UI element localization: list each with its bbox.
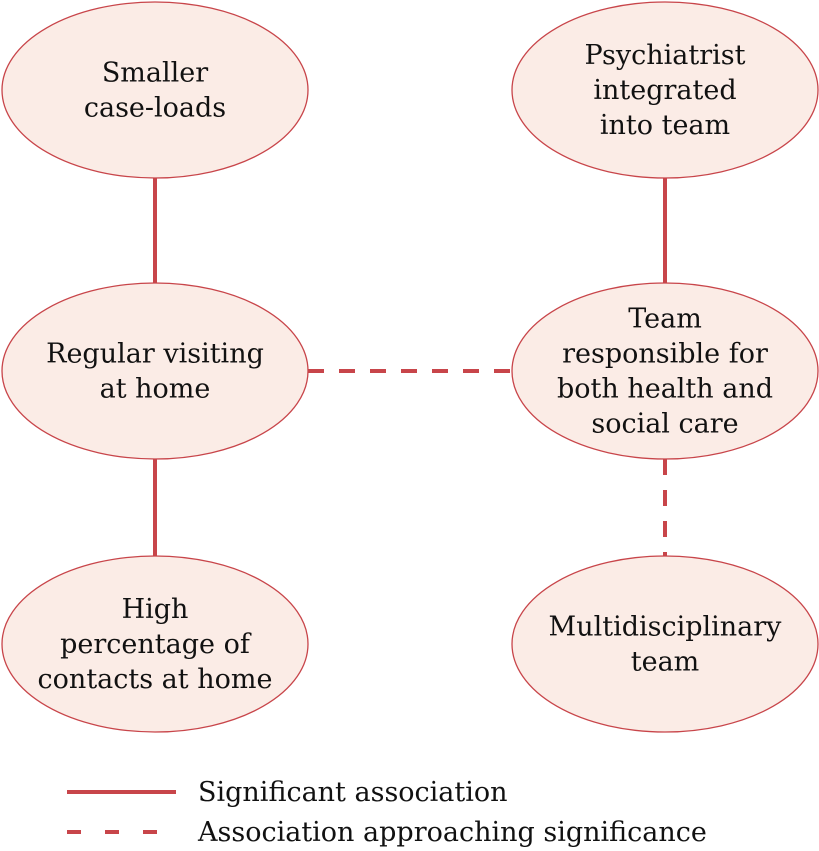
node-multi: Multidisciplinary team (511, 555, 819, 733)
node-label-line: High (122, 594, 189, 625)
node-label-line: team (631, 647, 700, 678)
node-ellipse (511, 555, 819, 733)
node-label-line: Multidisciplinary (549, 612, 783, 643)
node-ellipse (511, 1, 819, 179)
node-team: Team responsible for both health and social… (511, 282, 819, 460)
node-label-line: responsible for (562, 339, 768, 370)
nodes-layer: Smaller case-loads Psychiatrist integrated i… (1, 1, 819, 733)
node-label-line: into team (600, 110, 730, 141)
legend-significant-label: Significant association (198, 777, 508, 808)
node-high: High percentage of contacts at home (1, 555, 309, 733)
node-label-line: case-loads (84, 93, 226, 124)
legend: Significant association Association appr… (67, 777, 707, 848)
node-ellipse (1, 1, 309, 179)
node-label-line: percentage of (60, 629, 252, 660)
node-label-line: both health and (557, 374, 773, 405)
node-regular: Regular visiting at home (1, 282, 309, 460)
legend-approaching-label: Association approaching significance (197, 817, 707, 848)
node-label-line: Regular visiting (46, 339, 264, 370)
node-ellipse (1, 555, 309, 733)
node-label-line: Psychiatrist (585, 40, 746, 71)
node-label-line: Smaller (102, 58, 208, 89)
node-smaller: Smaller case-loads (1, 1, 309, 179)
node-ellipse (511, 282, 819, 460)
node-label-line: Team (628, 304, 702, 335)
node-label-line: contacts at home (38, 664, 273, 695)
node-label-line: social care (591, 409, 738, 440)
node-label-line: at home (100, 374, 211, 405)
edges-layer (153, 178, 667, 556)
node-ellipse (1, 282, 309, 460)
node-psychiatrist: Psychiatrist integrated into team (511, 1, 819, 179)
node-label-line: integrated (593, 75, 736, 106)
